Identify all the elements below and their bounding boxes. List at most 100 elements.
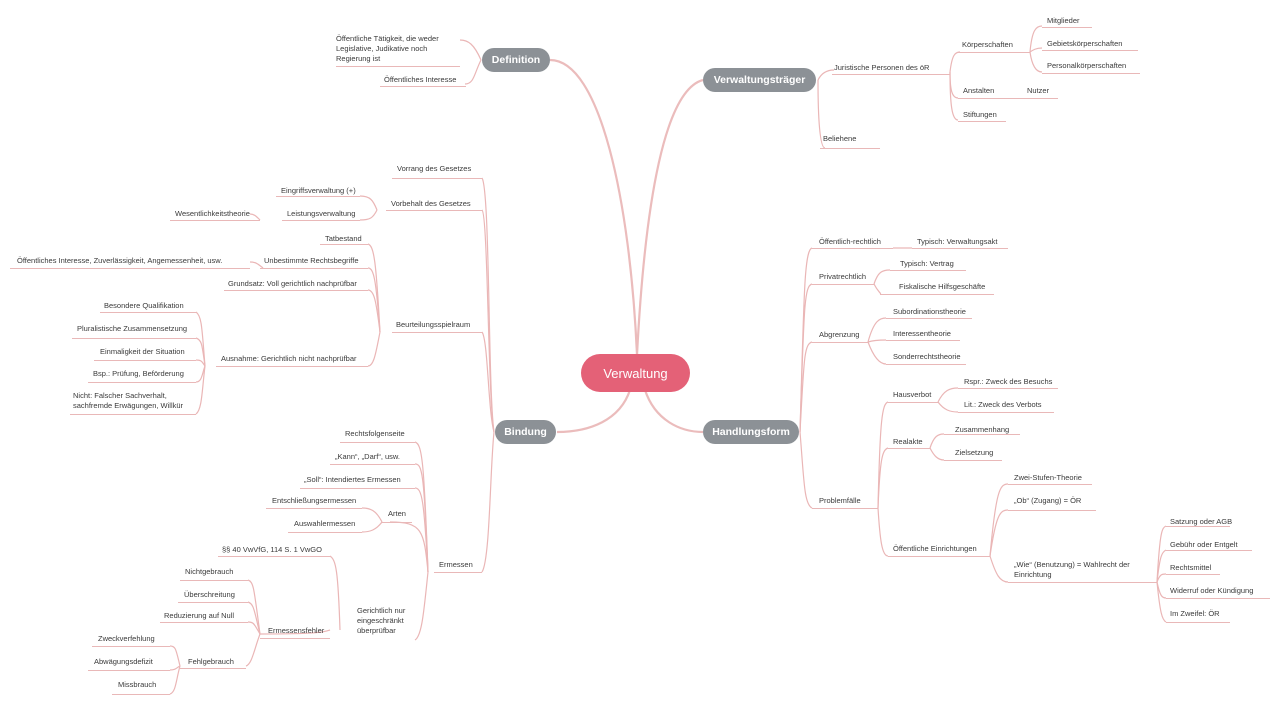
underline <box>266 508 362 509</box>
underline <box>282 220 360 221</box>
underline <box>1166 622 1230 623</box>
node-wesentlichkeitstheorie[interactable]: Wesentlichkeitstheorie <box>175 209 250 218</box>
node-nutzer[interactable]: Nutzer <box>1027 86 1050 95</box>
node-subordinationstheorie[interactable]: Subordinationstheorie <box>893 307 966 316</box>
underline <box>224 290 368 291</box>
node-soll-intendiert[interactable]: „Soll“: Intendiertes Ermessen <box>304 475 401 484</box>
node-ermessensfehler[interactable]: Ermessensfehler <box>268 626 325 635</box>
topic-handlungsform[interactable]: Handlungsform <box>703 420 799 444</box>
underline <box>1166 574 1220 575</box>
underline <box>216 366 368 367</box>
node-zwei-stufen-theorie[interactable]: Zwei-Stufen-Theorie <box>1014 473 1082 482</box>
node-privatrechtlich[interactable]: Privatrechtlich <box>819 272 867 281</box>
node-reduzierung[interactable]: Reduzierung auf Null <box>164 611 235 620</box>
underline <box>434 572 482 573</box>
underline <box>380 86 466 87</box>
node-rspr[interactable]: Rspr.: Zweck des Besuchs <box>964 377 1053 386</box>
node-unbestimmte-rechtsbegriffe[interactable]: Unbestimmte Rechtsbegriffe <box>264 256 359 265</box>
node-ob-zugang[interactable]: „Ob“ (Zugang) = ÖR <box>1014 496 1082 505</box>
node-fiskalische-hilfsgeschaefte[interactable]: Fiskalische Hilfsgeschäfte <box>899 282 986 291</box>
node-oeffentliches-interesse[interactable]: Öffentliches Interesse, Zuverlässigkeit,… <box>17 256 223 265</box>
node-mitglieder[interactable]: Mitglieder <box>1047 16 1080 25</box>
node-rechtsmittel[interactable]: Rechtsmittel <box>1170 563 1212 572</box>
underline <box>958 52 1030 53</box>
underline <box>288 532 362 533</box>
central-topic-verwaltung[interactable]: Verwaltung <box>581 354 690 392</box>
node-wie-benutzung[interactable]: „Wie“ (Benutzung) = Wahlrecht der Einric… <box>1014 560 1130 579</box>
node-bsp-pruefung[interactable]: Bsp.: Prüfung, Beförderung <box>93 369 184 378</box>
topic-definition[interactable]: Definition <box>482 48 550 72</box>
underline <box>112 694 170 695</box>
node-gebuehr-entgelt[interactable]: Gebühr oder Entgelt <box>1170 540 1238 549</box>
node-besondere-qualifikation[interactable]: Besondere Qualifikation <box>104 301 184 310</box>
node-ermessen[interactable]: Ermessen <box>439 560 473 569</box>
node-beurteilungsspielraum[interactable]: Beurteilungsspielraum <box>396 320 471 329</box>
node-realakte[interactable]: Realakte <box>893 437 923 446</box>
node-einmaligkeit[interactable]: Einmaligkeit der Situation <box>100 347 185 356</box>
underline <box>832 74 950 75</box>
node-nicht-falscher-sachverhalt[interactable]: Nicht: Falscher Sachverhalt, sachfremde … <box>73 391 184 410</box>
node-zweckverfehlung[interactable]: Zweckverfehlung <box>98 634 155 643</box>
node-zielsetzung[interactable]: Zielsetzung <box>955 448 994 457</box>
underline <box>92 646 170 647</box>
node-entschliessungsermessen[interactable]: Entschließungsermessen <box>272 496 357 505</box>
node-definition-interesse[interactable]: Öffentliches Interesse <box>384 75 457 84</box>
node-sonderrechtstheorie[interactable]: Sonderrechtstheorie <box>893 352 961 361</box>
node-ueberschreitung[interactable]: Überschreitung <box>184 590 235 599</box>
node-satzung-agb[interactable]: Satzung oder AGB <box>1170 517 1233 526</box>
node-nichtgebrauch[interactable]: Nichtgebrauch <box>185 567 234 576</box>
node-lit[interactable]: Lit.: Zweck des Verbots <box>964 400 1042 409</box>
node-arten[interactable]: Arten <box>388 509 406 518</box>
node-missbrauch[interactable]: Missbrauch <box>118 680 157 689</box>
node-auswahlermessen[interactable]: Auswahlermessen <box>294 519 356 528</box>
underline <box>160 622 248 623</box>
topic-bindung[interactable]: Bindung <box>495 420 556 444</box>
node-ausnahme[interactable]: Ausnahme: Gerichtlich nicht nachprüfbar <box>221 354 357 363</box>
node-gerichtlich-eingeschraenkt[interactable]: Gerichtlich nur eingeschränkt überprüfba… <box>357 606 406 635</box>
node-rechtsfolgenseite[interactable]: Rechtsfolgenseite <box>345 429 405 438</box>
node-widerruf-kuendigung[interactable]: Widerruf oder Kündigung <box>1170 586 1254 595</box>
node-koerperschaften[interactable]: Körperschaften <box>962 40 1013 49</box>
node-hausverbot[interactable]: Hausverbot <box>893 390 932 399</box>
node-tatbestand[interactable]: Tatbestand <box>325 234 362 243</box>
node-zusammenhang[interactable]: Zusammenhang <box>955 425 1010 434</box>
node-im-zweifel-oer[interactable]: Im Zweifel: ÖR <box>1170 609 1220 618</box>
underline <box>944 434 1020 435</box>
node-grundsatz[interactable]: Grundsatz: Voll gerichtlich nachprüfbar <box>228 279 357 288</box>
node-typisch-verwaltungsakt[interactable]: Typisch: Verwaltungsakt <box>917 237 998 246</box>
node-anstalten[interactable]: Anstalten <box>963 86 995 95</box>
underline <box>1042 50 1138 51</box>
node-abgrenzung[interactable]: Abgrenzung <box>819 330 860 339</box>
node-personalkoerperschaften[interactable]: Personalkörperschaften <box>1047 61 1127 70</box>
node-eingriffsverwaltung[interactable]: Eingriffsverwaltung (+) <box>281 186 356 195</box>
node-oeffentliche-einrichtungen[interactable]: Öffentliche Einrichtungen <box>893 544 977 553</box>
node-stiftungen[interactable]: Stiftungen <box>963 110 997 119</box>
node-kann-darf[interactable]: „Kann“, „Darf“, usw. <box>335 452 401 461</box>
underline <box>886 340 960 341</box>
underline <box>958 98 1058 99</box>
underline <box>1008 582 1157 583</box>
node-beliehene[interactable]: Beliehene <box>823 134 857 143</box>
underline <box>958 121 1006 122</box>
node-abwaegungsdefizit[interactable]: Abwägungsdefizit <box>94 657 153 666</box>
node-definition-taetigkeit[interactable]: Öffentliche Tätigkeit, die weder Legisla… <box>336 34 439 63</box>
underline <box>382 522 412 523</box>
node-oeffentlich-rechtlich[interactable]: Öffentlich-rechtlich <box>819 237 881 246</box>
underline <box>1166 550 1252 551</box>
node-vorrang[interactable]: Vorrang des Gesetzes <box>397 164 472 173</box>
node-vorbehalt[interactable]: Vorbehalt des Gesetzes <box>391 199 471 208</box>
node-paragraph[interactable]: §§ 40 VwVfG, 114 S. 1 VwGO <box>222 545 322 554</box>
node-pluralistische-zusammensetzung[interactable]: Pluralistische Zusammensetzung <box>77 324 188 333</box>
node-gebietskoerperschaften[interactable]: Gebietskörperschaften <box>1047 39 1123 48</box>
node-leistungsverwaltung[interactable]: Leistungsverwaltung <box>287 209 356 218</box>
underline <box>888 448 930 449</box>
underline <box>1166 598 1270 599</box>
topic-verwaltungstraeger[interactable]: Verwaltungsträger <box>703 68 816 92</box>
node-problemfaelle[interactable]: Problemfälle <box>819 496 861 505</box>
node-typisch-vertrag[interactable]: Typisch: Vertrag <box>900 259 954 268</box>
node-juristische-personen[interactable]: Juristische Personen des öR <box>834 63 930 72</box>
node-interessentheorie[interactable]: Interessentheorie <box>893 329 951 338</box>
underline <box>100 312 196 313</box>
node-fehlgebrauch[interactable]: Fehlgebrauch <box>188 657 234 666</box>
